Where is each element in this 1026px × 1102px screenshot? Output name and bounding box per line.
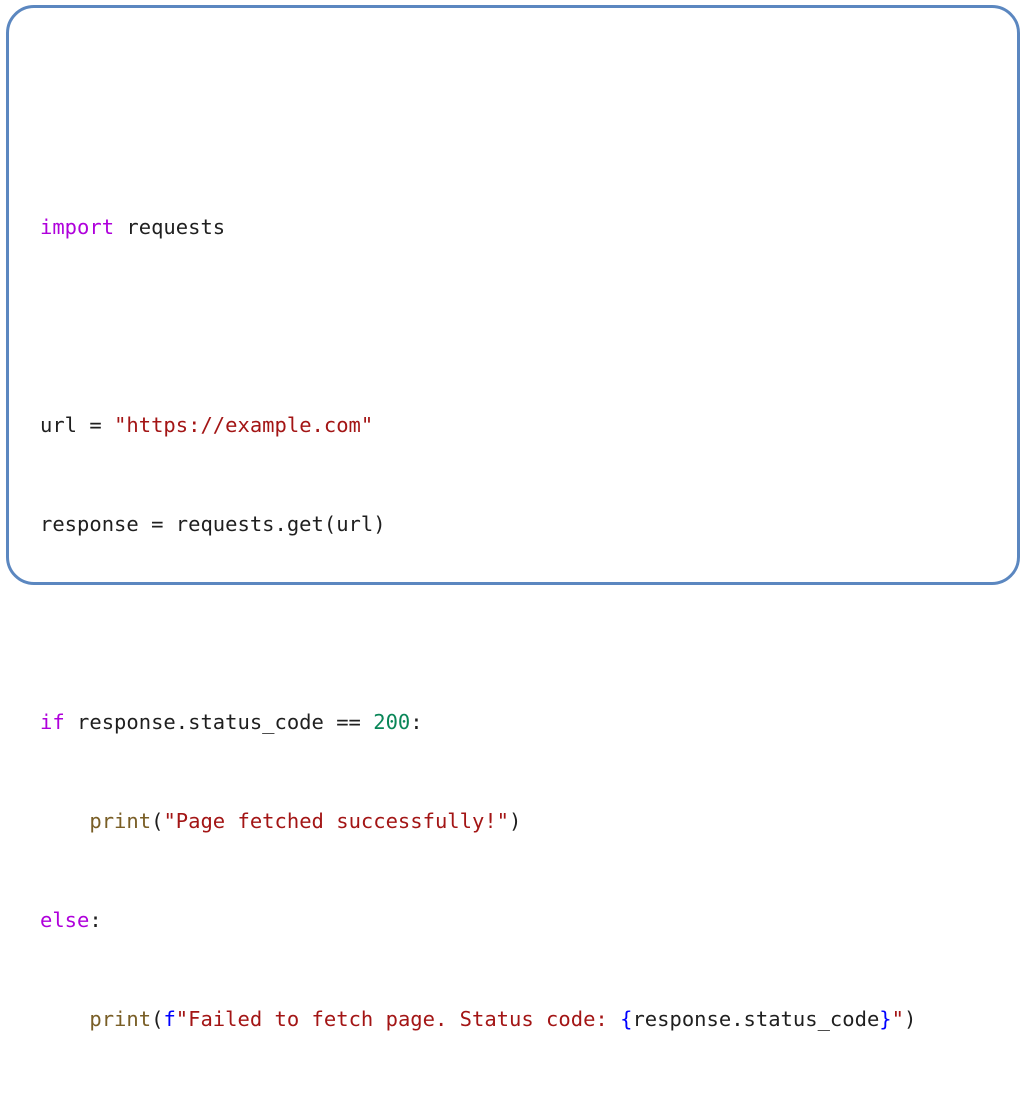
fstring-expression: response.status_code: [632, 1007, 880, 1031]
code-line-7: print("Page fetched successfully!"): [40, 805, 916, 838]
fstring-prefix: f: [163, 1007, 176, 1031]
code-line-2-blank: [40, 310, 916, 343]
keyword-else: else: [40, 908, 90, 932]
success-message-string: "Page fetched successfully!": [163, 809, 510, 833]
fstring-quote-close: ": [891, 1007, 904, 1031]
code-line-8: else:: [40, 904, 916, 937]
failure-message-string: "Failed to fetch page. Status code:: [175, 1007, 621, 1031]
keyword-import: import: [40, 215, 115, 239]
indent: [40, 1007, 89, 1031]
if-condition: response.status_code ==: [64, 710, 374, 734]
code-line-1: import requests: [40, 211, 916, 244]
paren-open: (: [151, 809, 164, 833]
code-line-4: response = requests.get(url): [40, 508, 916, 541]
code-line-3: url = "https://example.com": [40, 409, 916, 442]
print-function: print: [89, 1007, 152, 1031]
paren-open: (: [151, 1007, 164, 1031]
url-assignment: url =: [40, 413, 115, 437]
fstring-brace-close: }: [879, 1007, 892, 1031]
if-colon: :: [410, 710, 423, 734]
paren-close: ): [509, 809, 522, 833]
keyword-if: if: [40, 710, 65, 734]
code-line-6: if response.status_code == 200:: [40, 706, 916, 739]
code-frame: import requests url = "https://example.c…: [6, 5, 1020, 1031]
else-colon: :: [89, 908, 102, 932]
status-number: 200: [373, 710, 411, 734]
code-line-9: print(f"Failed to fetch page. Status cod…: [40, 1003, 916, 1036]
paren-close: ): [903, 1007, 917, 1031]
url-string: "https://example.com": [114, 413, 374, 437]
print-function: print: [89, 809, 152, 833]
fstring-brace-open: {: [620, 1007, 633, 1031]
response-assignment: response = requests.get(url): [40, 512, 386, 536]
code-block: import requests url = "https://example.c…: [40, 145, 916, 1102]
import-module: requests: [114, 215, 226, 239]
indent: [40, 809, 89, 833]
code-line-5-blank: [40, 607, 916, 640]
